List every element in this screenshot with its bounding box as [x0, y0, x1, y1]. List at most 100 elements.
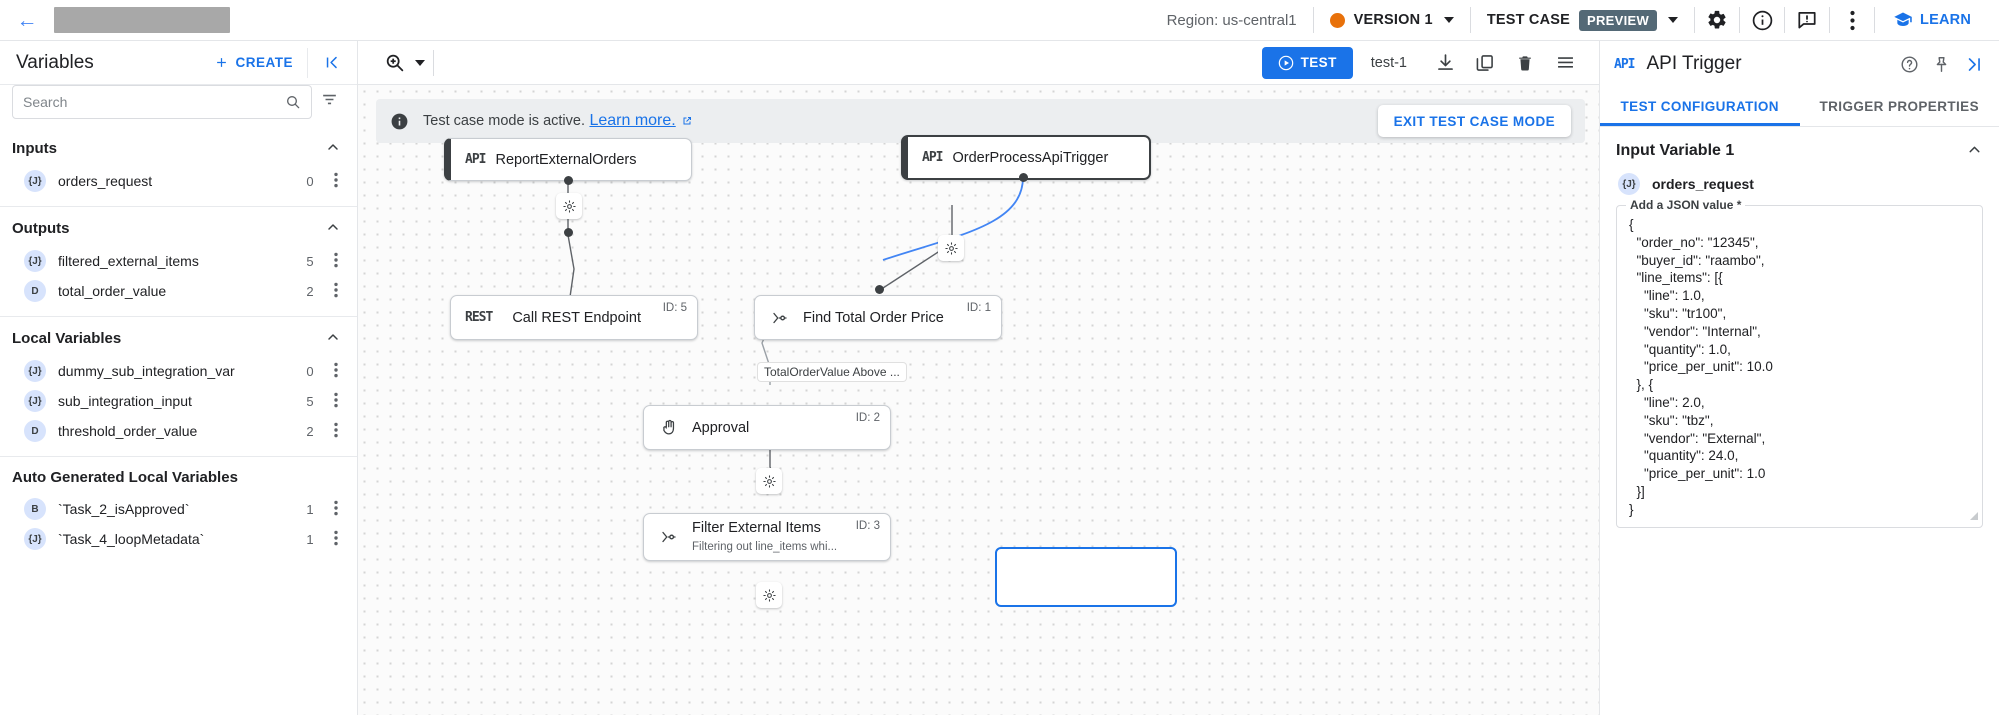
trigger-details-panel: API API Trigger TEST CONFIGURATION TRIGG… [1599, 41, 1999, 715]
variable-name: `Task_4_loopMetadata` [58, 531, 205, 547]
section-header[interactable]: Auto Generated Local Variables [0, 457, 357, 494]
node-find-total-order-price[interactable]: Find Total Order Price ID: 1 [754, 295, 1002, 340]
create-variable-button[interactable]: CREATE [214, 55, 307, 70]
resize-handle[interactable] [1969, 511, 1979, 524]
edge-settings-button[interactable] [556, 193, 582, 219]
node-filter-external-items[interactable]: Filter External Items Filtering out line… [643, 513, 891, 561]
variable-menu-button[interactable] [325, 362, 347, 381]
variable-name: sub_integration_input [58, 393, 192, 409]
input-variable-title: Input Variable 1 [1616, 142, 1735, 159]
test-list-button[interactable] [1545, 43, 1585, 83]
variable-menu-button[interactable] [325, 172, 347, 191]
variable-menu-button[interactable] [325, 252, 347, 271]
learn-more-link[interactable]: Learn more. [589, 112, 676, 129]
download-button[interactable] [1425, 43, 1465, 83]
section-header[interactable]: Outputs [0, 207, 357, 246]
node-id-label: ID: 3 [855, 520, 880, 532]
collapse-sidebar-button[interactable] [307, 47, 341, 78]
variable-menu-button[interactable] [325, 422, 347, 441]
test-button[interactable]: TEST [1261, 46, 1353, 79]
search-input[interactable] [23, 94, 277, 110]
variable-row[interactable]: {J}`Task_4_loopMetadata`1 [0, 524, 357, 554]
search-box[interactable] [12, 85, 312, 119]
learn-label: LEARN [1920, 12, 1971, 28]
hand-icon [656, 418, 682, 437]
test-case-selector[interactable]: TEST CASE PREVIEW [1471, 9, 1694, 31]
exit-test-case-mode-button[interactable]: EXIT TEST CASE MODE [1377, 105, 1571, 137]
section-header[interactable]: Local Variables [0, 317, 357, 356]
pin-button[interactable] [1925, 48, 1957, 80]
panel-title: API Trigger [1646, 53, 1742, 74]
edge-settings-button[interactable] [938, 235, 964, 261]
node-connector-dot [1019, 173, 1028, 182]
help-button[interactable] [1893, 48, 1925, 80]
input-variable-header[interactable]: Input Variable 1 [1616, 127, 1983, 169]
create-label: CREATE [235, 55, 293, 70]
variable-menu-button[interactable] [325, 500, 347, 519]
node-id-label: ID: 1 [966, 302, 991, 314]
settings-button[interactable] [1695, 0, 1739, 41]
back-arrow-icon[interactable]: ← [16, 8, 38, 32]
section-header[interactable]: Inputs [0, 127, 357, 166]
variable-menu-button[interactable] [325, 282, 347, 301]
learn-button[interactable]: LEARN [1875, 10, 1985, 30]
zoom-control[interactable] [372, 52, 433, 73]
test-case-name[interactable]: test-1 [1370, 54, 1407, 71]
chevron-down-icon [1668, 17, 1679, 23]
collapse-panel-button[interactable] [1957, 48, 1989, 80]
variable-count: 5 [306, 393, 314, 409]
chevron-up-icon[interactable] [325, 329, 341, 348]
selection-highlight-box[interactable] [995, 547, 1177, 607]
gear-icon [562, 199, 576, 213]
variable-menu-button[interactable] [325, 392, 347, 411]
node-call-rest-endpoint[interactable]: REST Call REST Endpoint ID: 5 [450, 295, 698, 340]
more-options-button[interactable] [1830, 0, 1874, 41]
json-value-text[interactable]: { "order_no": "12345", "buyer_id": "raam… [1629, 217, 1773, 517]
node-approval[interactable]: Approval ID: 2 [643, 405, 891, 450]
school-icon [1894, 12, 1912, 26]
node-report-external-orders[interactable]: API ReportExternalOrders [444, 138, 692, 181]
copy-icon [1476, 54, 1493, 71]
edge-condition-label[interactable]: TotalOrderValue Above ... [758, 363, 906, 381]
variable-row[interactable]: B`Task_2_isApproved`1 [0, 494, 357, 524]
node-title: Filter External Items [692, 520, 821, 536]
node-id-label: ID: 5 [662, 302, 687, 314]
feedback-icon [1798, 11, 1816, 29]
input-variable-row[interactable]: {J} orders_request [1616, 169, 1983, 201]
edge-settings-button[interactable] [756, 582, 782, 608]
node-title: ReportExternalOrders [495, 151, 637, 168]
edge-settings-button[interactable] [756, 468, 782, 494]
tab-test-configuration[interactable]: TEST CONFIGURATION [1600, 87, 1800, 126]
tab-trigger-properties[interactable]: TRIGGER PROPERTIES [1819, 99, 1979, 114]
duplicate-button[interactable] [1465, 43, 1505, 83]
json-value-field[interactable]: Add a JSON value * { "order_no": "12345"… [1616, 198, 1983, 528]
test-label: TEST [1300, 55, 1337, 70]
variables-sidebar: Variables CREATE [0, 41, 358, 715]
delete-button[interactable] [1505, 43, 1545, 83]
flow-canvas[interactable]: Test case mode is active. Learn more. EX… [358, 85, 1599, 715]
chevron-up-icon[interactable] [1966, 141, 1983, 161]
chevron-up-icon[interactable] [325, 219, 341, 238]
filter-button[interactable] [314, 90, 345, 114]
panel-tabs: TEST CONFIGURATION TRIGGER PROPERTIES [1600, 87, 1999, 127]
variable-menu-button[interactable] [325, 530, 347, 549]
function-icon [656, 528, 682, 546]
info-button[interactable] [1740, 0, 1784, 41]
node-order-process-api-trigger[interactable]: API OrderProcessApiTrigger [901, 135, 1151, 180]
feedback-button[interactable] [1785, 0, 1829, 41]
chevron-down-icon [1443, 17, 1454, 23]
node-body: Find Total Order Price [793, 309, 1001, 327]
panel-type-badge: API [1614, 56, 1636, 72]
chevron-up-icon[interactable] [325, 139, 341, 158]
version-selector[interactable]: VERSION 1 [1314, 12, 1470, 28]
panel-header: API API Trigger [1600, 41, 1999, 87]
